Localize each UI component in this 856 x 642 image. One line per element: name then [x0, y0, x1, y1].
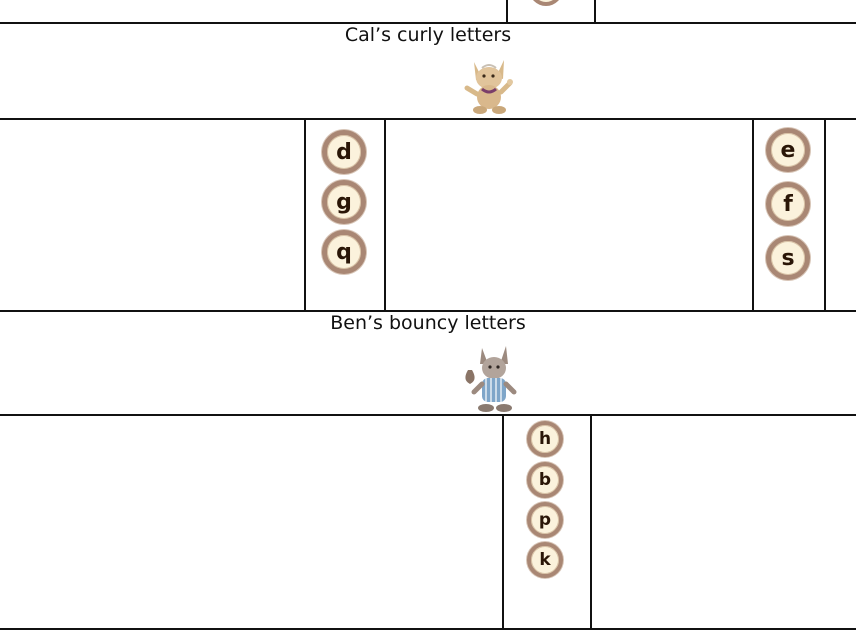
letter-badge-e[interactable]: e	[766, 128, 810, 172]
letter-badge-b[interactable]: b	[527, 462, 563, 498]
letter-badge-q[interactable]: q	[322, 230, 366, 274]
ben-mascot-icon	[465, 346, 517, 412]
rule-cal-top	[0, 118, 856, 120]
rule-top-col-a	[506, 0, 508, 23]
letter-badge-d[interactable]: d	[322, 130, 366, 174]
rule-ben-col-1	[502, 414, 504, 629]
rule-top	[0, 22, 856, 24]
section-title-ben: Ben’s bouncy letters	[330, 312, 526, 334]
letter-badge-k[interactable]: k	[527, 542, 563, 578]
section-title-cal: Cal’s curly letters	[344, 24, 512, 46]
rule-top-col-b	[594, 0, 596, 23]
letter-badge-s[interactable]: s	[766, 236, 810, 280]
badge-partial-top	[529, 0, 563, 6]
rule-cal-col-2	[384, 118, 386, 311]
rule-cal-col-4	[824, 118, 826, 311]
letter-badge-g[interactable]: g	[322, 180, 366, 224]
letter-badge-p[interactable]: p	[527, 502, 563, 538]
cal-mascot-icon	[464, 60, 513, 114]
rule-ben-col-2	[590, 414, 592, 629]
letter-badge-h[interactable]: h	[527, 421, 563, 457]
rule-cal-col-3	[752, 118, 754, 311]
rule-cal-col-1	[304, 118, 306, 311]
rule-ben-bottom	[0, 628, 856, 630]
rule-cal-bottom	[0, 310, 856, 312]
letter-badge-f[interactable]: f	[766, 182, 810, 226]
rule-ben-top	[0, 414, 856, 416]
